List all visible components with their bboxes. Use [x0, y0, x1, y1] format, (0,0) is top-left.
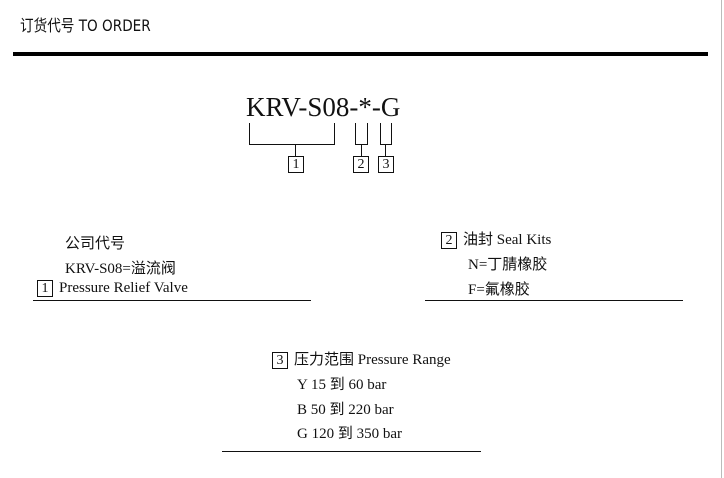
- pressure-option: Y 15 到 60 bar: [297, 377, 387, 393]
- bracket-line: [249, 123, 250, 145]
- section2-title: 油封 Seal Kits: [463, 232, 552, 248]
- company-code-line: KRV-S08=溢流阀: [65, 261, 176, 277]
- section3-title: 压力范围 Pressure Range: [294, 352, 451, 368]
- page-title: 订货代号 TO ORDER: [20, 16, 151, 35]
- marker-2: 2: [353, 156, 369, 173]
- bracket-line: [249, 144, 335, 145]
- header-divider: [13, 52, 708, 56]
- marker-3: 3: [272, 352, 288, 369]
- section1-underline: [33, 300, 311, 301]
- section1-heading: 1 Pressure Relief Valve: [37, 280, 188, 297]
- seal-option: F=氟橡胶: [468, 282, 530, 298]
- seal-option: N=丁腈橡胶: [468, 257, 548, 273]
- page-edge: [721, 0, 722, 478]
- section3-underline: [222, 451, 481, 452]
- marker-2: 2: [441, 232, 457, 249]
- section2-heading: 2 油封 Seal Kits: [441, 228, 551, 249]
- section3-heading: 3 压力范围 Pressure Range: [272, 348, 451, 369]
- section2-underline: [425, 300, 683, 301]
- company-code-label: 公司代号: [65, 236, 126, 252]
- model-code: KRV-S08-*-G: [246, 92, 401, 122]
- bracket-line: [380, 144, 392, 145]
- bracket-line: [380, 123, 381, 144]
- marker-1: 1: [37, 280, 53, 297]
- marker-3: 3: [378, 156, 394, 173]
- bracket-line: [391, 123, 392, 144]
- marker-1: 1: [288, 156, 304, 173]
- pressure-option: G 120 到 350 bar: [297, 426, 402, 442]
- bracket-line: [355, 123, 356, 144]
- pressure-option: B 50 到 220 bar: [297, 402, 394, 418]
- section1-name: Pressure Relief Valve: [59, 280, 188, 296]
- bracket-line: [361, 144, 362, 156]
- bracket-line: [295, 144, 296, 156]
- bracket-line: [385, 144, 386, 156]
- bracket-line: [367, 123, 368, 144]
- bracket-line: [334, 123, 335, 145]
